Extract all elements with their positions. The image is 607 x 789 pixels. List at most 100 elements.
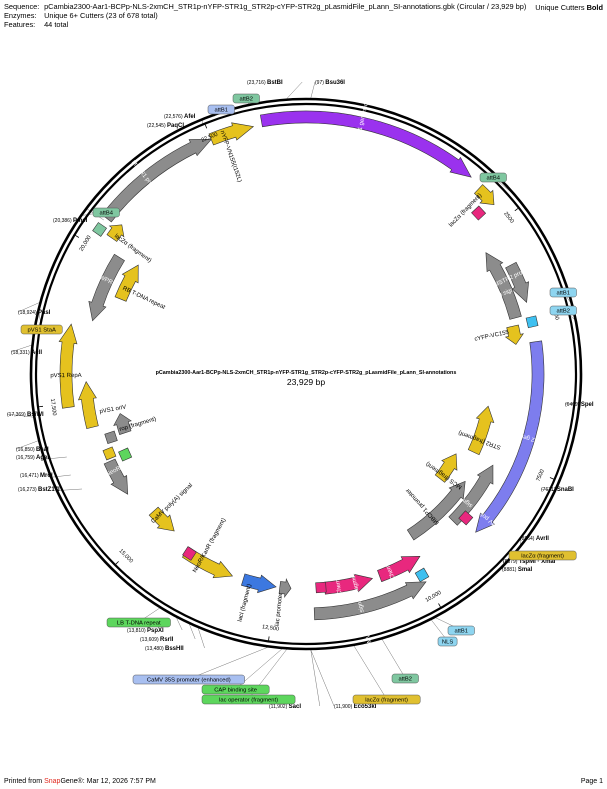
feature-box-label-3: attB4	[99, 211, 113, 217]
feature-arc-19	[77, 381, 99, 430]
legend-unique-cutters: Unique Cutters Bold	[535, 3, 603, 12]
header-enzymes-value: Unique 6+ Cutters (23 of 678 total)	[44, 11, 158, 20]
feature-box-label-15: lacZα (fragment)	[365, 698, 408, 704]
feature-box-11	[132, 674, 245, 685]
footer-gene: Gene®: Mar 12, 2026 7:57 PM	[60, 778, 156, 785]
feature-box-5	[549, 305, 577, 316]
header-features-value: 44 total	[44, 20, 69, 29]
enzyme-leader-17	[564, 402, 581, 405]
feature-arc-14	[313, 581, 427, 621]
feature-arc-11	[434, 453, 458, 483]
feature-box-1	[232, 93, 260, 104]
feature-box-12	[201, 684, 270, 695]
small-feature-4	[92, 222, 107, 237]
enzyme-leader-1	[310, 81, 316, 99]
enzyme-label-20: (8879) TspMI · XmaI	[503, 559, 556, 565]
feature-box-14	[391, 673, 419, 684]
feature-arc-0	[259, 110, 472, 178]
backbone-inner-strand	[34, 102, 578, 646]
tick-mark-4	[268, 636, 270, 641]
feature-box-8	[106, 617, 171, 628]
feature-arc-3	[474, 184, 495, 206]
header-enzymes: Enzymes: Unique 6+ Cutters (23 of 678 to…	[4, 11, 158, 20]
feature-box-label-4: attB1	[556, 291, 570, 297]
tick-mark-0	[514, 208, 519, 212]
enzyme-leader-10	[50, 474, 71, 478]
enzyme-leader-14	[197, 627, 205, 649]
feature-label-19: pVS1 oriV	[99, 405, 127, 416]
feature-box-7	[508, 550, 577, 561]
tick-mark-5	[115, 561, 119, 565]
feature-arc-17	[148, 506, 175, 532]
feature-arc-7	[475, 340, 545, 533]
enzyme-label-6: (18,331) AclI	[11, 350, 42, 356]
enzyme-label-21: (8881) SmaI	[502, 567, 533, 573]
small-feature-3	[182, 546, 197, 561]
tick-label-2: 7500	[536, 469, 546, 483]
header-features-key: Features:	[4, 20, 36, 29]
feature-arc-21	[88, 253, 125, 322]
feature-box-2	[479, 172, 507, 183]
enzyme-label-18: (7671) SnaBI	[541, 487, 574, 493]
feature-box-label-13: lac operator (fragment)	[219, 698, 278, 704]
tick-mark-7	[75, 235, 80, 238]
small-feature-8	[104, 430, 118, 445]
enzyme-label-5: (18,924) PasI	[18, 310, 51, 316]
tick-label-7: 20,000	[79, 235, 93, 253]
plasmid-name: pCambia2300-Aar1-BCPp-NLS-2xmCH_STR1p-nY…	[156, 370, 457, 376]
feature-box-label-0: attB1	[214, 108, 228, 114]
feature-box-label-10: NLS	[442, 640, 453, 646]
feature-arc-8	[467, 405, 495, 456]
feature-box-label-7: lacZα (fragment)	[521, 554, 564, 560]
enzyme-leader-8	[15, 440, 39, 450]
feature-arc-15	[241, 573, 277, 594]
feature-arc-24	[113, 413, 132, 435]
tick-mark-3	[438, 603, 441, 608]
header-sequence-key: Sequence:	[4, 2, 40, 11]
enzyme-leader-7	[6, 413, 34, 418]
feature-arc-9	[448, 464, 494, 526]
legend-bold: Bold	[586, 3, 603, 12]
feature-label-20: pVS1 RepA	[50, 373, 81, 379]
feature-box-label-6: pVS1 StaA	[27, 328, 55, 334]
feature-box-13	[201, 694, 296, 705]
feature-box-15	[352, 694, 421, 705]
feature-label-17: CaMV poly(A) signal	[150, 483, 194, 525]
feature-box-0	[207, 104, 235, 115]
header-features: Features: 44 total	[4, 20, 68, 29]
feature-arc-25	[278, 577, 292, 598]
tick-label-4: 12,500	[262, 624, 280, 632]
feature-box-label-14: attB2	[398, 677, 412, 683]
enzyme-label-17: (6409) SpeI	[565, 402, 594, 408]
enzyme-leader-15	[310, 649, 321, 707]
feature-arc-18	[103, 458, 129, 495]
footer-snap: Snap	[44, 778, 61, 785]
tick-label-0: 2500	[502, 211, 514, 225]
feature-box-label-8: LB T-DNA repeat	[117, 621, 161, 627]
small-feature-5	[525, 315, 539, 329]
feature-label-22: RB T-DNA repeat	[121, 286, 166, 311]
enzyme-leader-13	[189, 624, 196, 640]
enzyme-label-2: (22,576) AfeI	[164, 114, 196, 120]
enzyme-label-4: (20,386) PmeI	[53, 218, 88, 224]
backbone-outer-strand	[29, 97, 583, 651]
small-feature-2	[315, 581, 327, 594]
enzyme-label-1: (97) Bsu36I	[315, 80, 345, 86]
small-feature-7	[118, 447, 133, 462]
feature-arc-10	[406, 480, 466, 541]
tick-label-5: 15,000	[118, 548, 134, 564]
box-leader-14	[381, 639, 406, 679]
enzyme-leader-12	[176, 617, 183, 631]
feature-box-4	[549, 287, 577, 298]
feature-box-label-1: attB2	[239, 97, 253, 103]
feature-arc-5	[505, 261, 530, 303]
enzyme-leader-16	[310, 649, 335, 707]
feature-box-9	[447, 625, 475, 636]
small-features	[92, 205, 539, 594]
enzyme-leader-11	[55, 488, 83, 491]
footer-printed-prefix: Printed from	[4, 778, 45, 785]
enzyme-label-14: (13,480) BssHII	[145, 646, 184, 652]
feature-box-10	[437, 636, 458, 647]
